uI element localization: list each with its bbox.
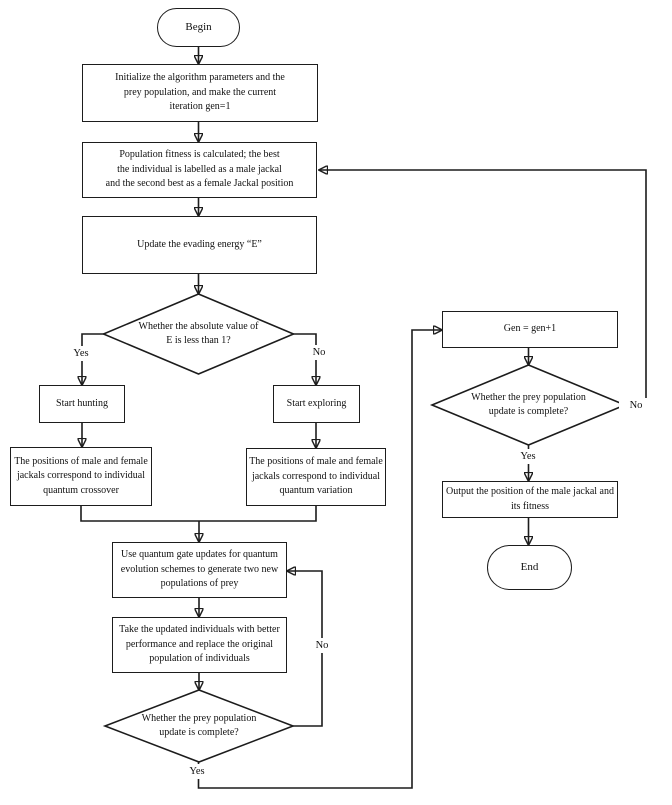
gen-increment-box: Gen = gen+1: [442, 311, 618, 348]
edge-merge-line: [80, 506, 317, 522]
quantum-crossover-box: The positions of male and female jackals…: [10, 447, 152, 506]
edge-label-inner-yes: Yes: [180, 764, 214, 779]
init-process-box: Initialize the algorithm parameters and …: [82, 64, 318, 122]
edge-label-abs-e-yes: Yes: [64, 346, 98, 361]
edge-outer-no-fitness-feedback: [319, 170, 647, 406]
decision-prey-inner-diamond: [102, 689, 296, 763]
decision-prey-outer-label: Whether the prey population update is co…: [471, 391, 586, 418]
decision-prey-outer-diamond: [429, 364, 628, 446]
quantum-variation-box: The positions of male and female jackals…: [246, 448, 386, 506]
edge-label-outer-yes: Yes: [511, 449, 545, 464]
evading-energy-box: Update the evading energy “E”: [82, 216, 317, 274]
edge-label-outer-no: No: [619, 398, 653, 413]
edge-label-abs-e-no: No: [302, 345, 336, 360]
replace-population-box: Take the updated individuals with better…: [112, 617, 287, 673]
edge-inner-yes-gen: [197, 330, 443, 789]
output-result-box: Output the position of the male jackal a…: [442, 481, 618, 518]
fitness-process-box: Population fitness is calculated; the be…: [82, 142, 317, 198]
edge-label-gate-loop-no: No: [305, 638, 339, 653]
begin-terminal: Begin: [157, 8, 240, 47]
start-hunting-box: Start hunting: [39, 385, 125, 423]
decision-abs-e-label: Whether the absolute value of E is less …: [138, 320, 259, 347]
edge-decision-yes-hunt: [82, 333, 104, 385]
start-exploring-box: Start exploring: [273, 385, 360, 423]
edge-decision-no-explore: [293, 333, 317, 385]
decision-prey-inner-label: Whether the prey population update is co…: [141, 712, 257, 739]
end-terminal: End: [487, 545, 572, 590]
quantum-gate-box: Use quantum gate updates for quantum evo…: [112, 542, 287, 598]
decision-abs-e-diamond: [101, 293, 296, 375]
